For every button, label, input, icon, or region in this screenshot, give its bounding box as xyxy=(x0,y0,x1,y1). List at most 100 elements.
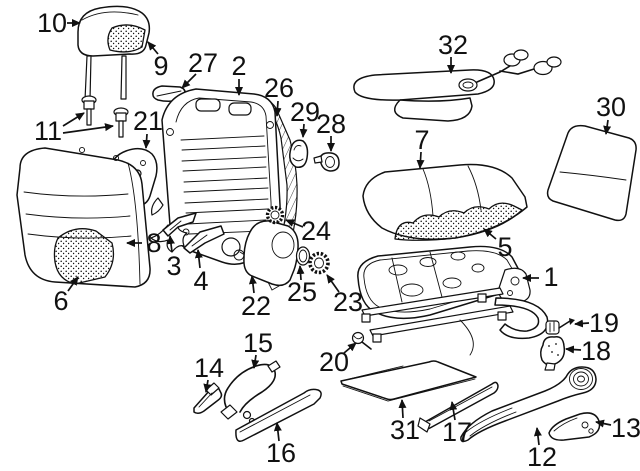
callout-26-back-panel-board: 26 xyxy=(264,73,294,117)
callout-15-release-cable: 15 xyxy=(243,328,273,369)
part-adjuster-knob xyxy=(308,251,330,275)
part-number-label: 24 xyxy=(301,216,331,246)
callout-1-seat-bottom-frame: 1 xyxy=(522,262,559,292)
callout-29-bezel: 29 xyxy=(290,97,320,138)
part-number-label: 3 xyxy=(166,251,181,281)
part-number-label: 13 xyxy=(611,413,640,443)
callout-27-guide-trim: 27 xyxy=(181,48,218,89)
part-number-label: 25 xyxy=(287,277,317,307)
callout-arrow xyxy=(299,123,308,138)
part-motor-screw xyxy=(545,318,575,335)
part-number-label: 4 xyxy=(193,266,208,296)
callout-arrow xyxy=(248,275,257,294)
part-number-label: 17 xyxy=(442,417,472,447)
part-trim-strip xyxy=(235,388,322,442)
part-adjuster-gear xyxy=(265,205,285,225)
callout-21-side-bracket: 21 xyxy=(133,106,163,149)
callout-22-side-shield: 22 xyxy=(241,275,271,321)
callout-arrow xyxy=(483,228,497,240)
part-number-label: 2 xyxy=(231,51,246,81)
callout-14-release-handle: 14 xyxy=(194,353,224,393)
part-adjuster-motor xyxy=(539,335,566,371)
part-number-label: 28 xyxy=(316,109,346,139)
part-headrest xyxy=(77,5,151,101)
part-bracket-right xyxy=(183,225,225,254)
part-seat-bottom-frame xyxy=(357,245,549,356)
part-number-label: 30 xyxy=(596,92,626,122)
callout-10-headrest: 10 xyxy=(37,8,81,38)
callout-6-seat-back-pad: 6 xyxy=(53,276,79,316)
callout-arrow xyxy=(285,219,304,228)
part-number-label: 12 xyxy=(527,442,557,471)
part-rail-cover xyxy=(417,381,499,433)
callout-4-bracket-right: 4 xyxy=(193,249,209,296)
part-number-label: 27 xyxy=(188,48,218,78)
callout-24-adjuster-gear: 24 xyxy=(285,216,331,246)
callout-arrow xyxy=(62,112,85,127)
part-bezel xyxy=(289,139,309,169)
part-number-label: 6 xyxy=(53,286,68,316)
callout-7-seat-cushion-cover: 7 xyxy=(414,125,430,169)
callout-arrow xyxy=(142,133,151,149)
part-number-label: 10 xyxy=(37,8,67,38)
callout-arrow xyxy=(326,274,340,293)
part-headrest-guides xyxy=(81,95,129,138)
part-wiring-harness xyxy=(353,49,562,122)
part-number-label: 20 xyxy=(319,347,349,377)
callout-arrow xyxy=(273,422,282,442)
callout-arrow xyxy=(574,319,590,328)
part-number-label: 22 xyxy=(241,291,271,321)
callout-5-seat-cushion-pad: 5 xyxy=(483,228,513,262)
callout-32-wiring-harness: 32 xyxy=(438,30,468,74)
part-side-trim xyxy=(460,366,597,443)
part-number-label: 7 xyxy=(414,125,429,155)
callout-arrow xyxy=(251,354,260,369)
callout-19-motor-screw: 19 xyxy=(574,308,619,338)
part-number-label: 5 xyxy=(497,232,512,262)
part-number-label: 9 xyxy=(153,51,168,81)
callout-3-bracket-left: 3 xyxy=(166,235,182,281)
part-number-label: 14 xyxy=(194,353,224,383)
part-number-label: 8 xyxy=(146,228,161,258)
callout-9-headrest-pad: 9 xyxy=(147,41,169,81)
part-number-label: 31 xyxy=(390,415,420,445)
part-number-label: 26 xyxy=(264,73,294,103)
callout-31-under-seat-tray: 31 xyxy=(390,399,420,445)
part-seat-cushion-cover xyxy=(362,163,528,241)
part-number-label: 11 xyxy=(34,116,62,146)
part-number-label: 15 xyxy=(243,328,273,358)
part-number-label: 23 xyxy=(333,287,363,317)
callout-arrow xyxy=(67,276,79,292)
callout-arrow xyxy=(296,265,305,281)
part-number-label: 21 xyxy=(133,106,163,136)
part-side-shield xyxy=(243,220,299,291)
callout-arrow xyxy=(603,119,612,135)
callout-arrow xyxy=(416,151,425,169)
callout-arrow xyxy=(194,249,203,269)
part-trim-ring xyxy=(295,246,311,266)
callout-25-trim-ring: 25 xyxy=(287,265,317,307)
part-seat-back-panel xyxy=(546,124,637,222)
callout-16-trim-strip: 16 xyxy=(266,422,296,468)
callout-23-adjuster-knob: 23 xyxy=(326,274,363,317)
callout-11-headrest-guides: 11 xyxy=(34,112,114,146)
part-under-seat-tray xyxy=(340,360,477,402)
callout-arrow xyxy=(398,399,407,419)
callout-28-grommet: 28 xyxy=(316,109,346,152)
callout-arrow xyxy=(203,379,212,393)
part-seat-back-cover xyxy=(16,146,151,288)
callout-12-side-trim: 12 xyxy=(527,427,557,471)
callout-arrow xyxy=(449,401,458,421)
part-grommet xyxy=(313,152,340,172)
part-number-label: 1 xyxy=(543,262,558,292)
callout-arrow xyxy=(343,342,357,354)
part-number-label: 18 xyxy=(581,336,611,366)
callout-arrow xyxy=(595,419,612,428)
seat-back-pad-stippling xyxy=(53,228,115,285)
callout-20-frame-screw: 20 xyxy=(319,342,357,377)
seat-cushion-pad-stippling xyxy=(394,202,523,241)
callout-8-seat-back-cover: 8 xyxy=(126,228,162,258)
